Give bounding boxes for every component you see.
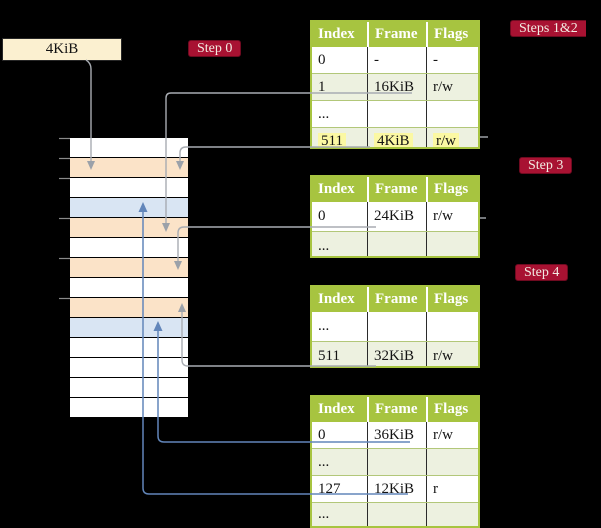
table-header-row: Index Frame Flags (312, 22, 478, 47)
physical-memory-column (69, 137, 189, 418)
cell-frame: 4KiB (367, 128, 426, 147)
header-flags: Flags (426, 397, 478, 422)
page-table-steps-1-2: Index Frame Flags 0 - - 1 16KiB r/w ... … (310, 20, 480, 149)
memory-row (70, 338, 188, 357)
cell-index: 1 (318, 78, 326, 95)
memory-row-page-table (70, 218, 188, 237)
memory-row (70, 178, 188, 197)
cell-flags (426, 449, 478, 475)
badge-steps-1-2-label: Steps 1&2 (519, 21, 578, 36)
cell-flags (426, 232, 478, 256)
cell-frame (367, 312, 426, 341)
cell-frame (367, 232, 426, 256)
memory-row-page-table (70, 258, 188, 277)
badge-step-3: Step 3 (519, 157, 573, 174)
table-row: 0 36KiB r/w (312, 422, 478, 448)
cell-index: 127 (318, 480, 341, 497)
cell-index: ... (318, 453, 330, 470)
cell-index: ... (318, 506, 330, 522)
cell-flags (426, 101, 478, 127)
cell-flags (426, 312, 478, 341)
table-row: ... (312, 312, 478, 341)
memory-row-page-table (70, 298, 188, 317)
cell-frame: 16KiB (367, 74, 426, 100)
header-index: Index (318, 401, 355, 417)
memory-row-page-table (70, 158, 188, 177)
badge-step-0: Step 0 (188, 40, 242, 57)
table-row-highlighted: 511 4KiB r/w (312, 127, 478, 147)
header-frame: Frame (367, 22, 426, 47)
badge-step-4: Step 4 (515, 264, 569, 281)
cell-flags: r/w (426, 128, 478, 147)
header-index: Index (318, 291, 355, 307)
memory-row (70, 138, 188, 157)
table-row: ... (312, 100, 478, 127)
cell-frame (367, 449, 426, 475)
cell-index: 0 (318, 426, 326, 443)
badge-steps-1-2: Steps 1&2 (510, 20, 586, 37)
cell-flags: r/w (426, 74, 478, 100)
page-table-step-3: Index Frame Flags 0 24KiB r/w ... (310, 175, 480, 258)
cell-frame (367, 101, 426, 127)
header-index: Index (318, 181, 355, 197)
cell-index: 0 (318, 208, 326, 224)
header-flags: Flags (426, 22, 478, 47)
cell-frame: 24KiB (367, 202, 426, 231)
cell-flags: r/w (426, 202, 478, 231)
cell-flags: - (426, 47, 478, 73)
cell-index: ... (318, 238, 330, 254)
cell-flags: r (426, 476, 478, 502)
root-frame-label: 4KiB (45, 41, 79, 57)
highlight: r/w (433, 132, 459, 147)
cell-index: ... (318, 318, 330, 334)
table-header-row: Index Frame Flags (312, 287, 478, 312)
header-frame: Frame (367, 397, 426, 422)
cell-flags (426, 503, 478, 526)
table-row: 127 12KiB r (312, 475, 478, 502)
table-row: ... (312, 448, 478, 475)
memory-row (70, 238, 188, 257)
root-frame-box: 4KiB (2, 38, 122, 61)
header-frame: Frame (367, 177, 426, 202)
cell-flags: r/w (426, 422, 478, 448)
cell-index: ... (318, 105, 330, 122)
badge-step-4-label: Step 4 (524, 265, 560, 280)
cell-frame: - (367, 47, 426, 73)
table-row: ... (312, 231, 478, 256)
memory-row (70, 398, 188, 417)
page-table-final: Index Frame Flags 0 36KiB r/w ... 127 12… (310, 395, 480, 528)
cell-frame: 12KiB (367, 476, 426, 502)
cell-index: 511 (312, 128, 367, 147)
memory-row (70, 378, 188, 397)
table-row: ... (312, 502, 478, 526)
memory-row (70, 278, 188, 297)
highlight: 4KiB (374, 132, 413, 147)
cell-frame: 32KiB (367, 342, 426, 366)
table-row: 511 32KiB r/w (312, 341, 478, 366)
table-header-row: Index Frame Flags (312, 397, 478, 422)
cell-index: 511 (318, 348, 340, 364)
memory-row-data-frame (70, 318, 188, 337)
memory-row (70, 358, 188, 377)
badge-step-3-label: Step 3 (528, 158, 564, 173)
highlight: 511 (318, 132, 346, 147)
header-flags: Flags (426, 287, 478, 312)
table-header-row: Index Frame Flags (312, 177, 478, 202)
cell-frame: 36KiB (367, 422, 426, 448)
cell-frame (367, 503, 426, 526)
arrow-entry511-to-4kib (176, 146, 370, 170)
header-frame: Frame (367, 287, 426, 312)
table-row: 0 - - (312, 47, 478, 73)
page-table-step-4: Index Frame Flags ... 511 32KiB r/w (310, 285, 480, 368)
table-row: 1 16KiB r/w (312, 73, 478, 100)
cell-flags: r/w (426, 342, 478, 366)
memory-row-data-frame (70, 198, 188, 217)
header-index: Index (318, 26, 355, 42)
badge-step-0-label: Step 0 (197, 41, 233, 56)
table-row: 0 24KiB r/w (312, 202, 478, 231)
cell-index: 0 (318, 51, 326, 68)
header-flags: Flags (426, 177, 478, 202)
